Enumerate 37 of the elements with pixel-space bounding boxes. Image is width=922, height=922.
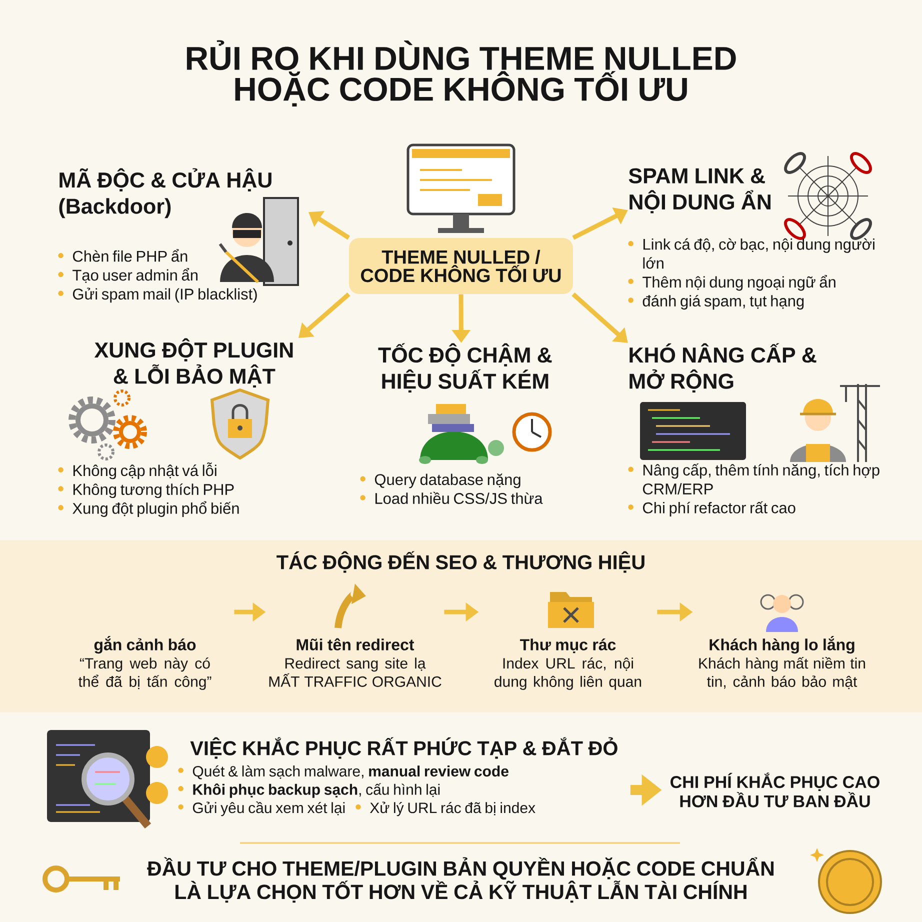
- node-label: Nâng cấp, thêm tính năng, tích hợp CRM/ERP: [642, 464, 880, 494]
- node-label: Chèn file PHP ẩn: [72, 249, 188, 262]
- result-text: CHI PHÍ KHẮC PHỤC CAO HƠN ĐẦU TƯ BAN ĐẦU: [670, 772, 880, 808]
- risk-block: KHÓ NÂNG CẤP & MỞ RỘNG Nâng cấp, thêm tính năng, tích hợp CRM/ERP Chi phí refactor rất cao: [628, 343, 880, 516]
- node-label: Gửi spam mail (IP blacklist): [72, 288, 257, 303]
- node-label: Gửi yêu cầu xem xét lại: [192, 802, 345, 816]
- risk-block: XUNG ĐỘT PLUGIN & LỖI BẢO MẬT Không cập nhật vá lỗi Không tương thích PHP Xung đột plugin phổ biến: [58, 338, 293, 517]
- risk-block: SPAM LINK & NỘI DUNG ẨN Link cá độ, cờ bạc, nội dung người lớn Thêm nội dung ngoại ngữ ẩn đánh giá spam, tụt hạng: [628, 168, 874, 310]
- risk-block: MÃ ĐỘC & CỬA HẬU (Backdoor) Chèn file PHP ẩn Tạo user admin ẩn Gửi spam mail (IP blacklist): [58, 168, 272, 303]
- node-label: TỐC ĐỘ CHẬM & HIỆU SUẤT KÉM: [378, 343, 552, 393]
- node-label: VIỆC KHẮC PHỤC RẤT PHỨC TẠP & ĐẮT ĐỎ: [190, 737, 618, 759]
- node-label: SPAM LINK & NỘI DUNG ẨN: [628, 168, 770, 214]
- remedy-block: VIỆC KHẮC PHỤC RẤT PHỨC TẠP & ĐẮT ĐỎ Quét & làm sạch malware, manual review code Khôi phục backup sạch, cấu hình lại Gửi yêu cầu xem xét lại Xử lý URL rác đã bị index: [178, 737, 618, 816]
- node-label: Xung đột plugin phổ biến: [72, 501, 239, 517]
- node-label: Không tương thích PHP: [73, 483, 234, 498]
- node-label: Khôi phục backup sạch, cấu hình lại: [193, 783, 440, 798]
- node-label: Link cá độ, cờ bạc, nội dung người lớn: [643, 238, 874, 269]
- node-label: Không cập nhật vá lỗi: [73, 462, 216, 480]
- risk-block: TỐC ĐỘ CHẬM & HIỆU SUẤT KÉM Query database nặng Load nhiều CSS/JS thừa: [360, 343, 552, 504]
- topic-box: THEME NULLED / CODE KHÔNG TỐI ƯU: [349, 238, 573, 294]
- node-label: Chi phí refactor rất cao: [642, 501, 796, 516]
- node-label: Tạo user admin ẩn: [72, 268, 198, 283]
- node-label: Load nhiều CSS/JS thừa: [375, 492, 543, 504]
- impact-step: Mũi tên redirect Redirect sang site lạ MẤT TRAFFIC ORGANIC: [269, 638, 442, 687]
- node-label: Thêm nội dung ngoại ngữ ẩn: [642, 274, 836, 291]
- node-label: MÃ ĐỘC & CỬA HẬU (Backdoor): [59, 168, 272, 218]
- node-label: KHÓ NÂNG CẤP & MỞ RỘNG: [630, 343, 816, 393]
- conclusion-text: ĐẦU TƯ CHO THEME/PLUGIN BẢN QUYỀN HOẶC CODE CHUẨN LÀ LỰA CHỌN TỐT HƠN VỀ CẢ KỸ THUẬT LẪN TÀI CHÍNH: [147, 857, 774, 903]
- impact-step: gắn cảnh báo “Trang web này có thể đã bị tấn công”: [78, 636, 212, 690]
- node-label: Query database nặng: [374, 474, 520, 488]
- impact-step: Khách hàng lo lắng Khách hàng mất niềm tin tin, cảnh báo bảo mật: [699, 636, 866, 690]
- node-label: Xử lý URL rác đã bị index: [370, 802, 536, 816]
- node-label: đánh giá spam, tụt hạng: [642, 294, 804, 310]
- node-label: XUNG ĐỘT PLUGIN & LỖI BẢO MẬT: [94, 338, 293, 388]
- title: RỦI RO KHI DÙNG THEME NULLED HOẶC CODE KHÔNG TỐI ƯU: [186, 40, 736, 107]
- node-label: Quét & làm sạch malware, manual review code: [192, 765, 508, 780]
- impact-step: Thư mục rác Index URL rác, nội dung không liên quan: [494, 638, 642, 690]
